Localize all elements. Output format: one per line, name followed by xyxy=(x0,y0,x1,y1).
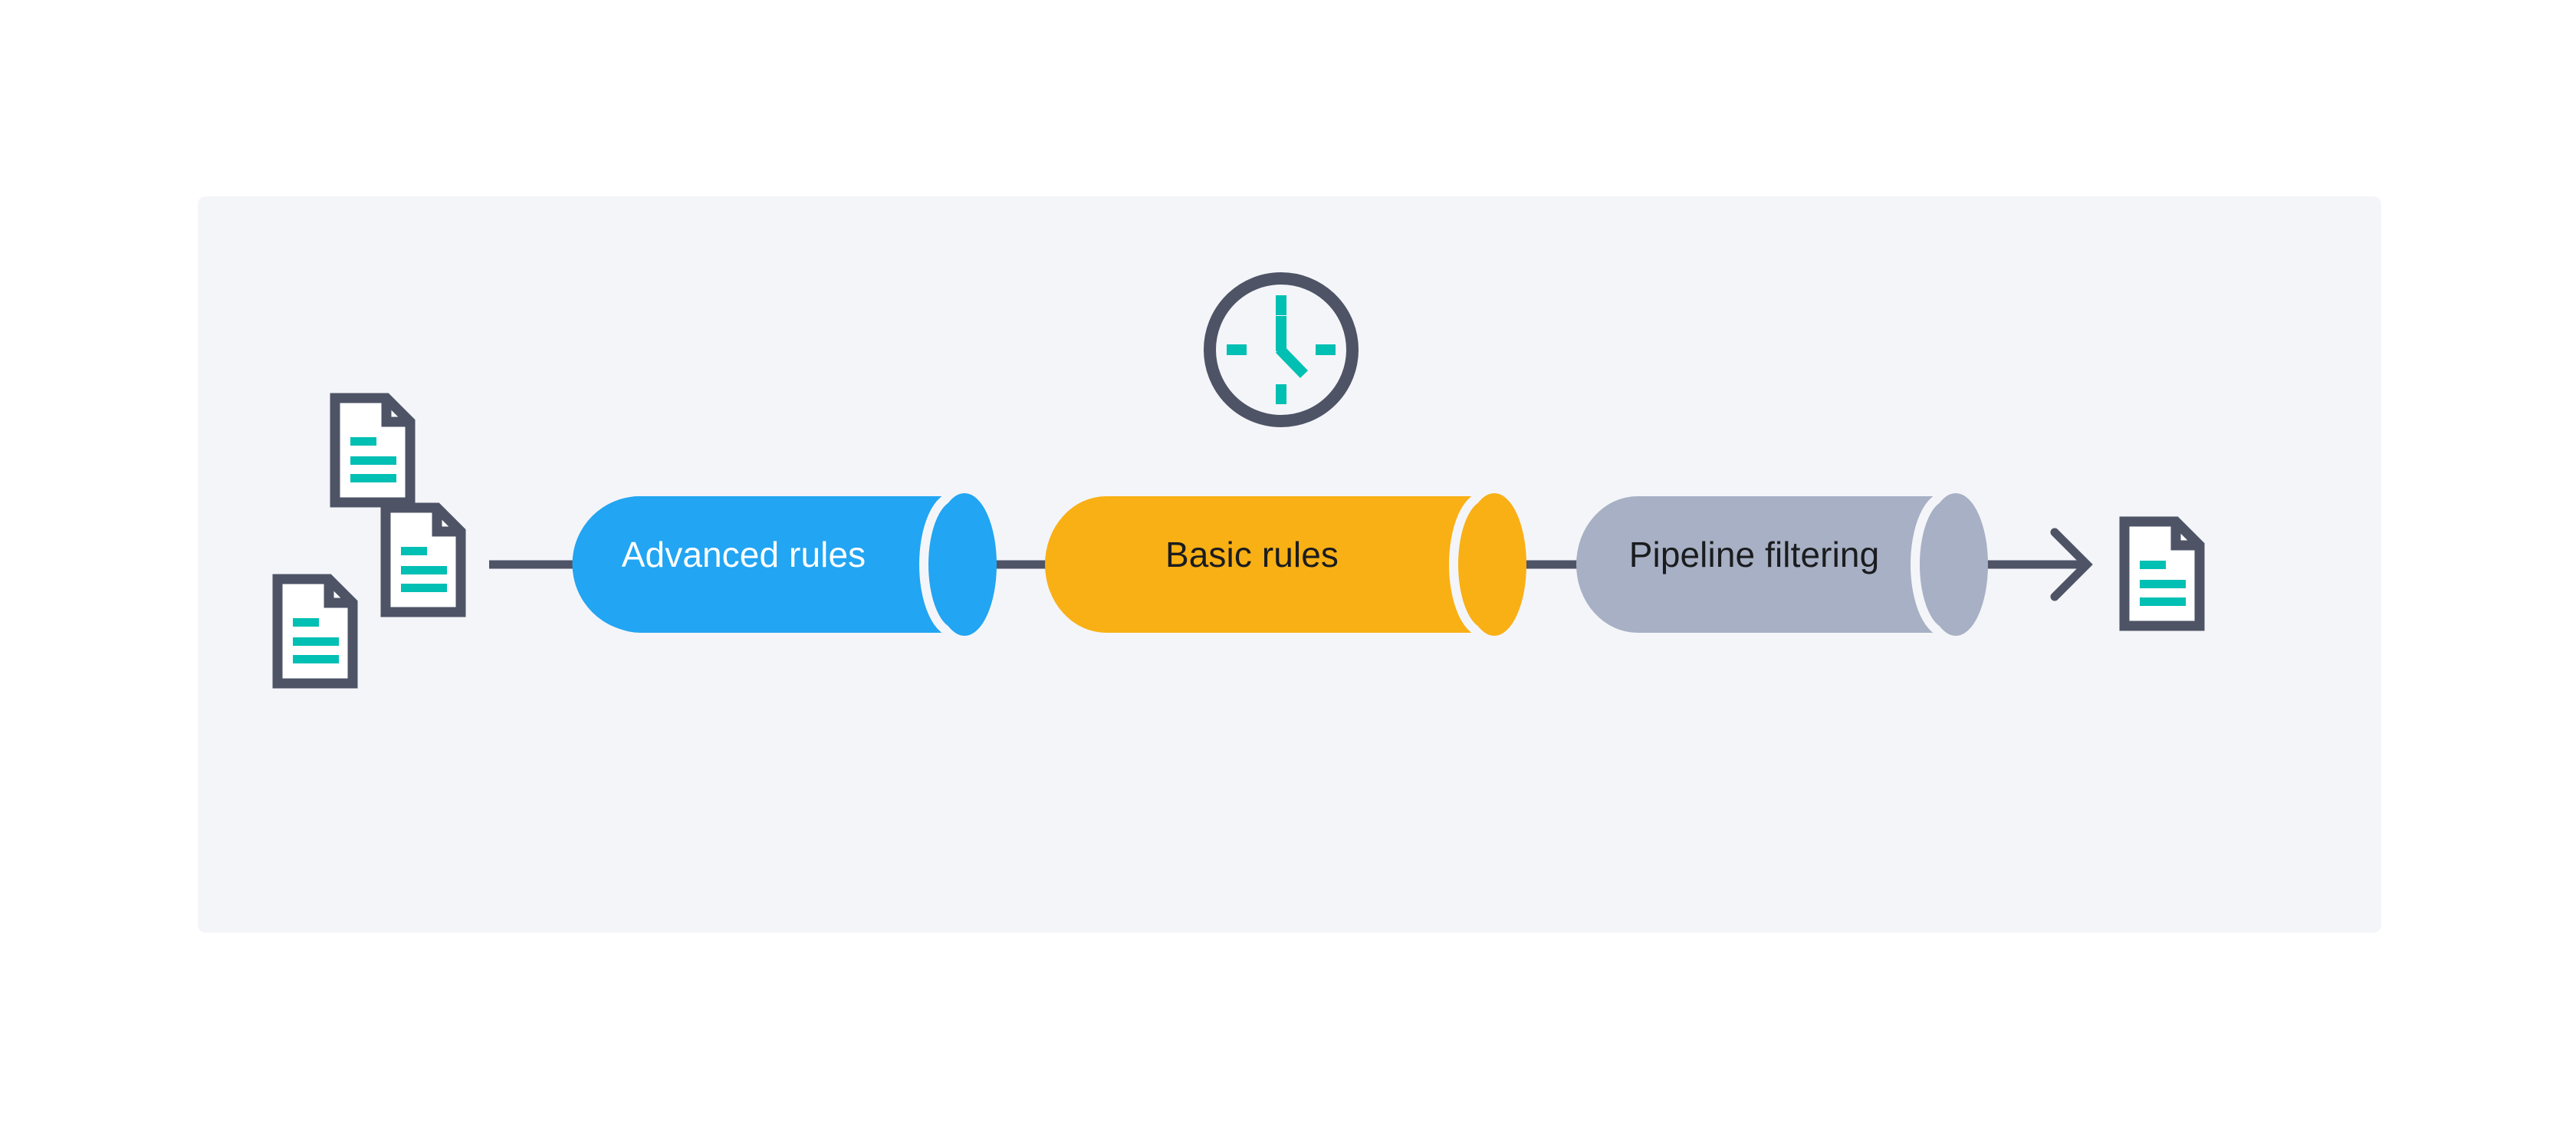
clock-icon xyxy=(1204,272,1359,427)
connector-pipeline-filtering-to-output xyxy=(1970,528,2093,601)
source-document-top xyxy=(335,398,410,502)
node-label-pipeline-filtering: Pipeline filtering xyxy=(1628,535,1880,574)
source-document-middle xyxy=(386,508,461,612)
source-document-bottom xyxy=(278,579,353,683)
node-label-basic-rules: Basic rules xyxy=(1165,535,1339,574)
node-basic-rules[interactable] xyxy=(1045,492,1526,637)
node-label-advanced-rules: Advanced rules xyxy=(621,535,866,574)
node-pipeline-filtering[interactable] xyxy=(1576,492,1988,637)
node-advanced-rules[interactable] xyxy=(572,492,997,637)
output-document xyxy=(2124,522,2200,626)
